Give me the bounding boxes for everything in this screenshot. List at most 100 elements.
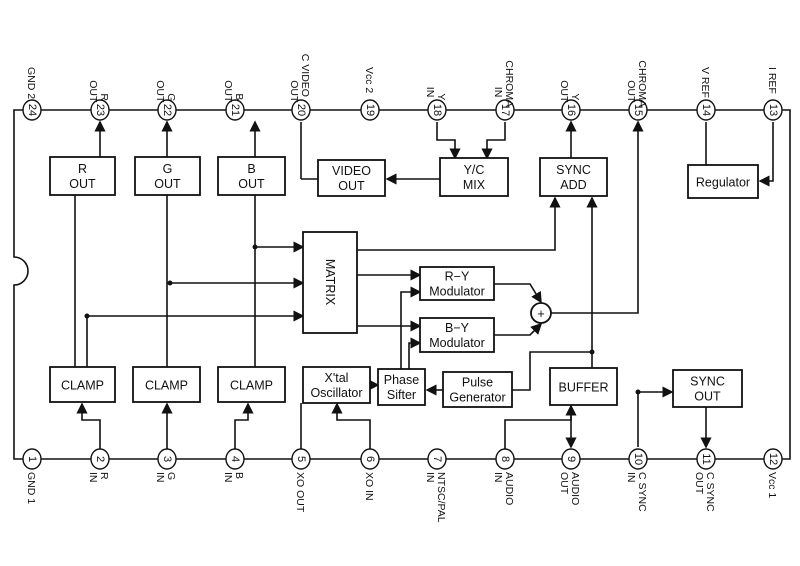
pin-circle (291, 99, 311, 121)
block-matrix: MATRIX (302, 231, 358, 334)
pin-number: 3 (161, 456, 173, 462)
signal-line (758, 122, 774, 187)
pin-19: 19 Vcc 2 (360, 67, 380, 121)
pin-number: 6 (364, 456, 376, 462)
signal-line (331, 402, 371, 449)
block-label: SYNC (690, 375, 725, 389)
pin-label: I REF (766, 67, 778, 94)
pin-label: OUT (693, 472, 705, 495)
pin-label: Vcc 2 (363, 67, 375, 93)
signal-line (357, 196, 561, 251)
pin-label: B (233, 472, 245, 479)
block-label: R−Y (445, 270, 470, 284)
block-buffer: BUFFER (549, 367, 618, 406)
pin-circle (696, 99, 716, 121)
pin-label: IN (492, 87, 504, 98)
pin-circle (561, 448, 581, 470)
block-label: MATRIX (323, 259, 337, 306)
block-label: B−Y (445, 321, 470, 335)
signal-line (481, 122, 506, 160)
signal-line (408, 337, 422, 369)
chip-outline (13, 109, 791, 460)
pin-number: 20 (295, 104, 307, 116)
pin-number: 9 (565, 456, 577, 462)
pin-circle (495, 99, 515, 121)
pin-label: IN (222, 472, 234, 483)
block-regulator: Regulator (687, 164, 759, 199)
signal-line (512, 196, 598, 391)
pin-14: 14V REF (696, 67, 716, 121)
pin-number: 23 (94, 104, 106, 116)
block-label: BUFFER (559, 381, 609, 395)
block-label: R (78, 162, 87, 176)
block-label: MIX (463, 178, 486, 192)
pin-label: OUT (558, 472, 570, 495)
pin-label: OUT (154, 80, 166, 103)
block-clamp3: CLAMP (217, 366, 286, 403)
block-label: ADD (560, 178, 586, 192)
pin-number: 19 (364, 104, 376, 116)
block-label: Sifter (387, 388, 416, 402)
signal-line (76, 402, 101, 449)
pin-label: V REF (699, 67, 711, 98)
block-label: VIDEO (332, 164, 371, 178)
pin-label: OUT (87, 80, 99, 103)
pin-6: 6XO IN (360, 448, 380, 501)
pin-label: OUT (222, 80, 234, 103)
block-label: X'tal (325, 371, 349, 385)
pin-label: IN (424, 87, 436, 98)
pin-number: 24 (26, 104, 38, 116)
block-clamp1: CLAMP (49, 366, 116, 403)
pin-circle (225, 99, 245, 121)
block-label: OUT (154, 177, 181, 191)
pin-number: 17 (499, 104, 511, 116)
adder-symbol: + (537, 307, 544, 321)
pin-number: 15 (632, 104, 644, 116)
pin-5: 5XO OUT (291, 448, 311, 513)
junction-dot (167, 280, 173, 286)
pin-label: IN (87, 472, 99, 483)
pin-number: 4 (229, 456, 241, 462)
pin-circle (90, 99, 110, 121)
pin-number: 2 (94, 456, 106, 462)
pin-label: B (233, 93, 245, 100)
pin-number: 12 (767, 453, 779, 465)
pin-label: IN (424, 472, 436, 483)
pin-label: OUT (288, 80, 300, 103)
block-label: Modulator (429, 285, 485, 299)
pin-label: CHROMA (503, 60, 515, 107)
pin-number: 5 (295, 456, 307, 462)
pin-label: CHROMA (636, 60, 648, 107)
pin-circle (157, 99, 177, 121)
block-label: Generator (449, 391, 505, 405)
pin-circle (763, 448, 783, 470)
pin-label: IN (154, 472, 166, 483)
block-label: Modulator (429, 336, 485, 350)
pin-label: C SYNC (704, 472, 716, 512)
pin-label: G (165, 472, 177, 480)
pin-number: 1 (26, 456, 38, 462)
block-label: B (247, 162, 255, 176)
pin-number: 8 (499, 456, 511, 462)
block-label: CLAMP (145, 379, 188, 393)
block-label: Oscillator (310, 386, 362, 400)
